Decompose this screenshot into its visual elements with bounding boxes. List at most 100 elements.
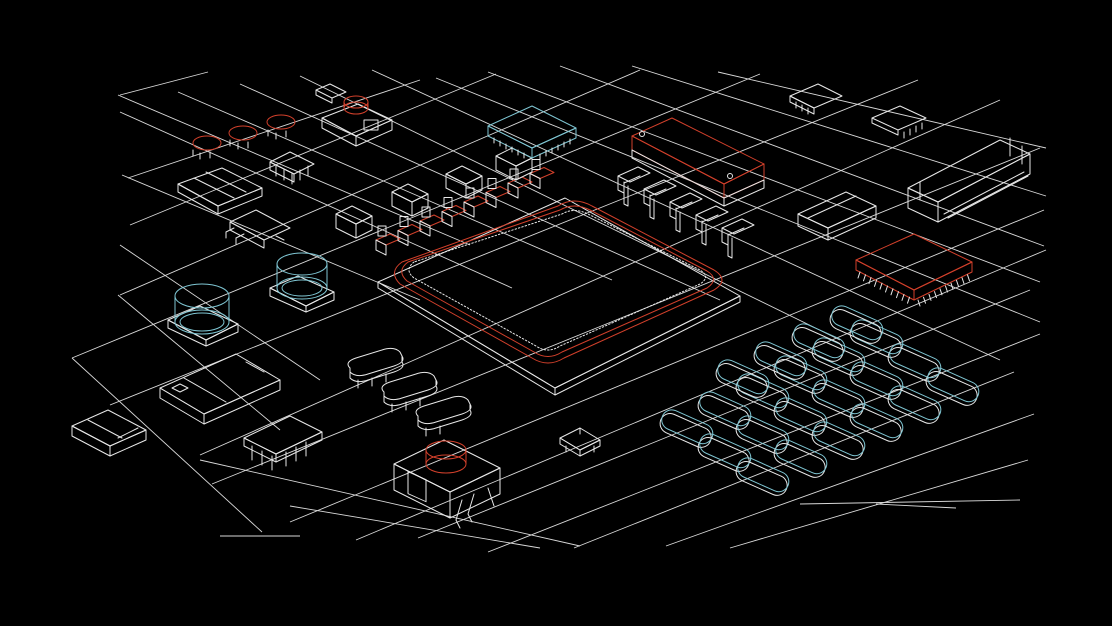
grid-line	[299, 75, 841, 341]
grid-line	[71, 73, 761, 359]
lead	[857, 271, 861, 279]
solder-pad	[715, 359, 770, 398]
lead	[934, 291, 937, 299]
grid-line	[127, 79, 421, 179]
dip-package-icon	[631, 117, 765, 207]
pin-body	[377, 225, 387, 237]
solder-pad	[791, 323, 846, 362]
lead	[907, 296, 910, 304]
grid-line	[289, 209, 1045, 523]
grid-line	[117, 94, 471, 246]
lead-leg	[623, 181, 629, 207]
d-sub-connector-icon	[907, 137, 1031, 223]
grid-line	[177, 91, 613, 281]
grid-line	[121, 174, 421, 301]
pin-side	[529, 173, 541, 189]
lead-leg	[649, 194, 655, 220]
grid-line	[289, 505, 541, 549]
grid-line	[199, 99, 1001, 456]
lead	[917, 299, 921, 307]
grid-line	[117, 294, 281, 431]
pin-side	[507, 182, 519, 199]
lead	[874, 279, 877, 287]
grid-line	[559, 65, 1045, 247]
pin-side	[419, 220, 431, 237]
solder-pad	[829, 305, 884, 344]
grid-line	[573, 371, 1015, 549]
solder-pad	[925, 367, 980, 406]
pin-side	[441, 211, 453, 227]
lead-leg	[727, 233, 733, 259]
solder-pad	[753, 341, 808, 380]
grid-line	[355, 249, 1047, 541]
lead	[868, 277, 872, 285]
lead	[896, 291, 899, 299]
pin-side	[397, 230, 409, 246]
gull-wing-leads-icon	[617, 166, 755, 259]
grid-line	[119, 71, 209, 96]
qfp-chip-icon	[855, 233, 973, 301]
lead	[928, 293, 932, 301]
smd-resistor-icon	[177, 167, 263, 215]
lead	[950, 282, 954, 290]
solder-pad	[811, 421, 866, 460]
tactile-switch-icon	[393, 439, 501, 529]
pin-header-icon	[243, 415, 323, 471]
solder-pad-array-icon	[659, 305, 980, 496]
grid-line	[487, 333, 1041, 553]
grid-line	[371, 69, 1001, 361]
pin-body	[399, 216, 409, 227]
lead-leg	[675, 207, 681, 233]
grid-line	[239, 83, 721, 301]
grid-line	[109, 79, 919, 406]
crystal-oscillator-icon	[347, 347, 472, 437]
pin-body	[421, 206, 431, 218]
ffc-connector-icon	[789, 83, 927, 139]
usb-connector-icon	[71, 409, 147, 457]
pin-side	[375, 239, 387, 256]
lead	[956, 279, 959, 287]
pin-body	[487, 178, 497, 189]
electrolytic-capacitor-icon	[269, 252, 335, 313]
grid-line	[199, 459, 581, 547]
qfn-chip-icon	[487, 105, 577, 160]
lead	[879, 282, 883, 290]
lead	[961, 277, 965, 285]
perspective-grid	[71, 65, 1047, 553]
sot-transistor-icon	[192, 114, 296, 160]
grid-line	[71, 357, 263, 533]
pin-header-icon	[269, 151, 315, 185]
electrolytic-capacitor-icon	[167, 283, 239, 347]
lead	[923, 296, 926, 304]
grid-line	[129, 73, 497, 226]
smd-inductor-icon	[159, 353, 281, 425]
pin-side	[485, 192, 497, 208]
lead	[890, 288, 894, 296]
solder-pad	[773, 439, 828, 478]
grid-line	[717, 71, 1047, 149]
grid-line	[119, 111, 513, 289]
grid-line	[631, 65, 1047, 197]
solder-pad	[887, 385, 942, 424]
grid-line	[119, 244, 321, 381]
lead	[939, 288, 943, 296]
grid-line	[875, 503, 957, 509]
solder-pad	[735, 457, 790, 496]
grid-line	[211, 147, 1041, 485]
lead-leg	[701, 220, 707, 246]
pin-side	[463, 201, 475, 218]
lead	[901, 293, 905, 301]
processor-chip-icon	[377, 197, 741, 396]
sot-223-icon	[225, 209, 291, 249]
lead	[885, 285, 888, 293]
grid-line	[119, 69, 641, 296]
sot-23-icon	[559, 427, 601, 457]
qfp-leads-icon	[857, 271, 970, 307]
grid-line	[417, 289, 1031, 539]
grid-line	[665, 413, 1035, 547]
lead	[863, 274, 866, 282]
lead	[945, 285, 948, 293]
tactile-switch-small-icon	[315, 83, 393, 147]
